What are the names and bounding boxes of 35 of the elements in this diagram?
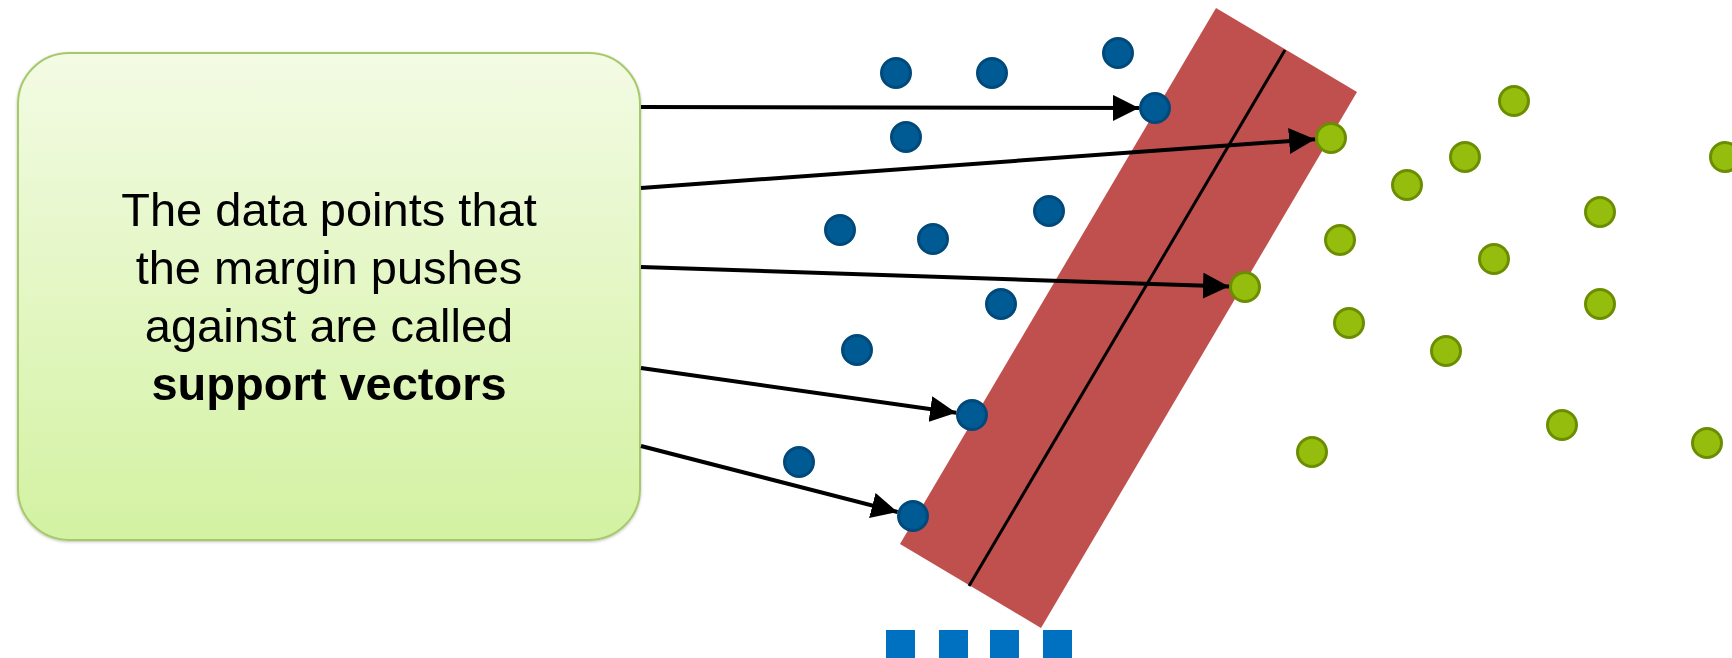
arrow <box>641 94 1139 121</box>
data-point <box>1324 224 1356 256</box>
data-point <box>1546 409 1578 441</box>
data-point <box>976 57 1008 89</box>
callout-text: The data points that the margin pushes against are called support vectors <box>120 181 538 412</box>
data-point <box>1709 141 1732 173</box>
data-point <box>1584 196 1616 228</box>
data-point <box>880 57 912 89</box>
data-point <box>1449 141 1481 173</box>
data-point <box>917 223 949 255</box>
support-vector-point <box>1139 92 1171 124</box>
data-point <box>890 121 922 153</box>
data-point <box>985 288 1017 320</box>
data-point <box>1391 169 1423 201</box>
support-vector-point <box>956 399 988 431</box>
data-point <box>1584 288 1616 320</box>
callout-box <box>17 52 641 541</box>
data-point <box>1691 427 1723 459</box>
arrow <box>640 444 898 519</box>
data-point <box>1102 37 1134 69</box>
data-point <box>1430 335 1462 367</box>
data-point <box>824 214 856 246</box>
data-point <box>1033 195 1065 227</box>
arrow <box>640 366 957 422</box>
arrow <box>640 128 1316 190</box>
support-vector-point <box>1229 271 1261 303</box>
data-point <box>1498 85 1530 117</box>
data-point <box>841 334 873 366</box>
data-point <box>1333 307 1365 339</box>
support-vector-point <box>897 500 929 532</box>
support-vector-point <box>1315 122 1347 154</box>
data-point <box>1478 243 1510 275</box>
data-point <box>1296 436 1328 468</box>
data-point <box>783 446 815 478</box>
arrow <box>640 265 1230 299</box>
